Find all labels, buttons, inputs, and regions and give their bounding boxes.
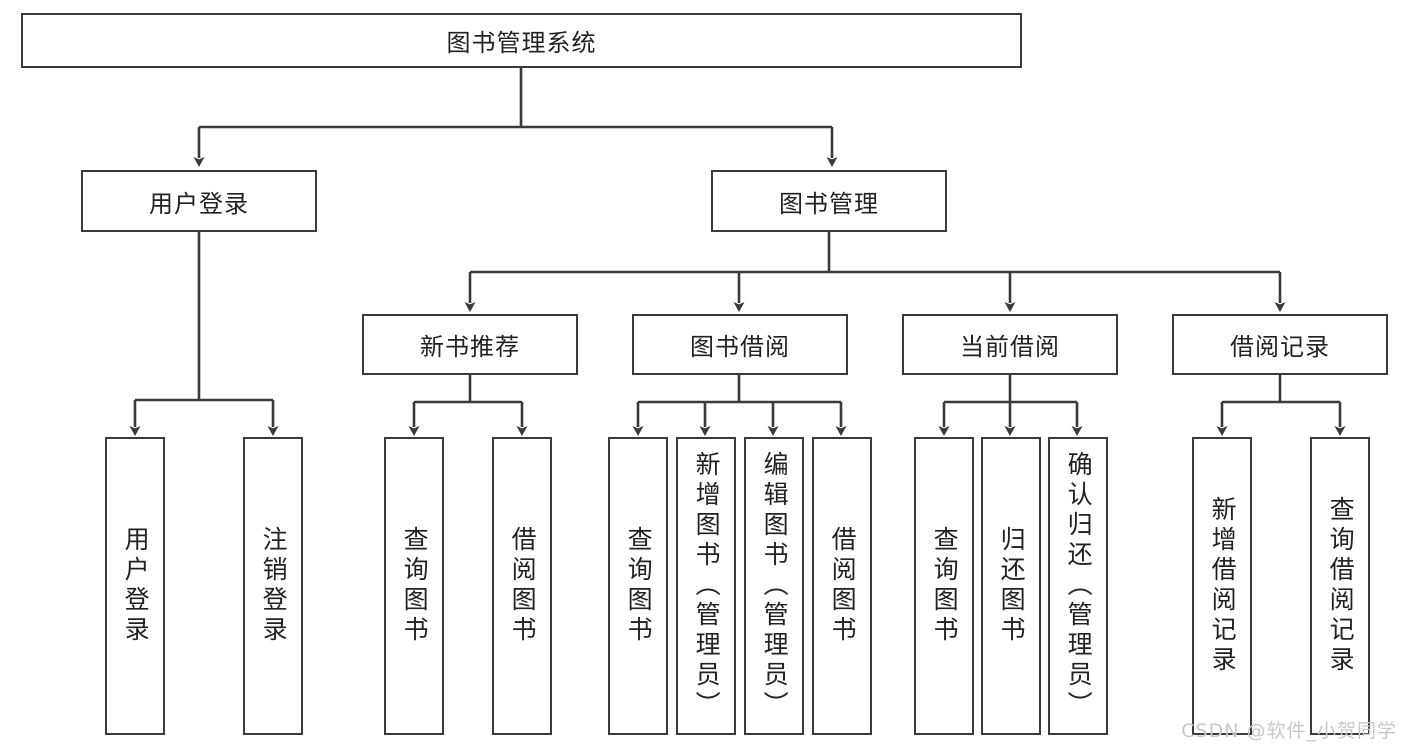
node-user-login[interactable]: 用户登录 [81, 170, 317, 232]
node-book-management[interactable]: 图书管理 [711, 170, 947, 232]
leaf-user-login-login[interactable]: 用户登录 [105, 437, 165, 735]
node-book-borrow[interactable]: 图书借阅 [632, 314, 848, 375]
watermark-credit: CSDN @软件_小贺同学 [1181, 720, 1397, 742]
node-new-book-recommend[interactable]: 新书推荐 [362, 314, 578, 375]
leaf-new-book-borrow[interactable]: 借阅图书 [492, 437, 552, 735]
leaf-book-borrow-borrow[interactable]: 借阅图书 [812, 437, 872, 735]
leaf-borrow-record-add[interactable]: 新增借阅记录 [1192, 437, 1252, 735]
node-current-borrow[interactable]: 当前借阅 [902, 314, 1118, 375]
node-root-system[interactable]: 图书管理系统 [21, 13, 1022, 68]
leaf-book-borrow-add[interactable]: 新增图书（管理员） [676, 437, 736, 735]
leaf-new-book-query[interactable]: 查询图书 [384, 437, 444, 735]
leaf-book-borrow-query[interactable]: 查询图书 [608, 437, 668, 735]
node-borrow-record[interactable]: 借阅记录 [1172, 314, 1388, 375]
leaf-user-login-logout[interactable]: 注销登录 [243, 437, 303, 735]
leaf-current-borrow-query[interactable]: 查询图书 [914, 437, 974, 735]
leaf-borrow-record-query[interactable]: 查询借阅记录 [1310, 437, 1370, 735]
leaf-book-borrow-edit[interactable]: 编辑图书（管理员） [744, 437, 804, 735]
leaf-current-borrow-return[interactable]: 归还图书 [981, 437, 1041, 735]
leaf-current-borrow-confirm-return[interactable]: 确认归还（管理员） [1048, 437, 1108, 735]
